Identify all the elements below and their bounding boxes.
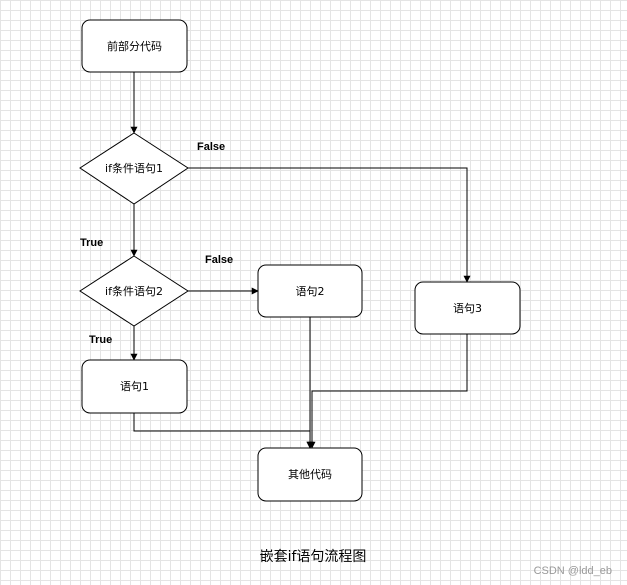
stmt2-box	[257, 264, 363, 318]
cond2-label: if条件语句2	[105, 284, 163, 298]
node-cond1: if条件语句1	[79, 132, 189, 205]
node-stmt3: 语句3	[414, 281, 521, 335]
stmt1-box	[81, 359, 188, 414]
label-cond1-true: True	[80, 237, 103, 249]
start-box	[81, 19, 188, 73]
stmt1-label: 语句1	[120, 380, 149, 393]
cond1-label: if条件语句1	[105, 161, 163, 175]
node-stmt1: 语句1	[81, 359, 188, 414]
node-end: 其他代码	[257, 447, 363, 502]
edge-cond1-false-to-stmt3	[188, 167, 471, 283]
cond1-diamond	[79, 132, 189, 205]
node-stmt2: 语句2	[257, 264, 363, 318]
cond2-diamond	[79, 255, 189, 327]
label-cond1-false: False	[197, 141, 225, 153]
edge-stmt1-to-end	[133, 413, 314, 449]
start-label: 前部分代码	[107, 39, 162, 53]
end-box	[257, 447, 363, 502]
stmt3-box	[414, 281, 521, 335]
end-label: 其他代码	[288, 468, 332, 481]
label-cond2-false: False	[205, 254, 233, 266]
node-cond2: if条件语句2	[79, 255, 189, 327]
edge-stmt3-to-end	[308, 334, 468, 449]
node-start: 前部分代码	[81, 19, 188, 73]
diagram-caption: 嵌套if语句流程图	[260, 549, 367, 565]
watermark: CSDN @ldd_eb	[534, 565, 612, 577]
stmt3-label: 语句3	[453, 302, 482, 315]
stmt2-label: 语句2	[296, 285, 325, 298]
edges	[130, 72, 471, 449]
label-cond2-true: True	[89, 334, 112, 346]
